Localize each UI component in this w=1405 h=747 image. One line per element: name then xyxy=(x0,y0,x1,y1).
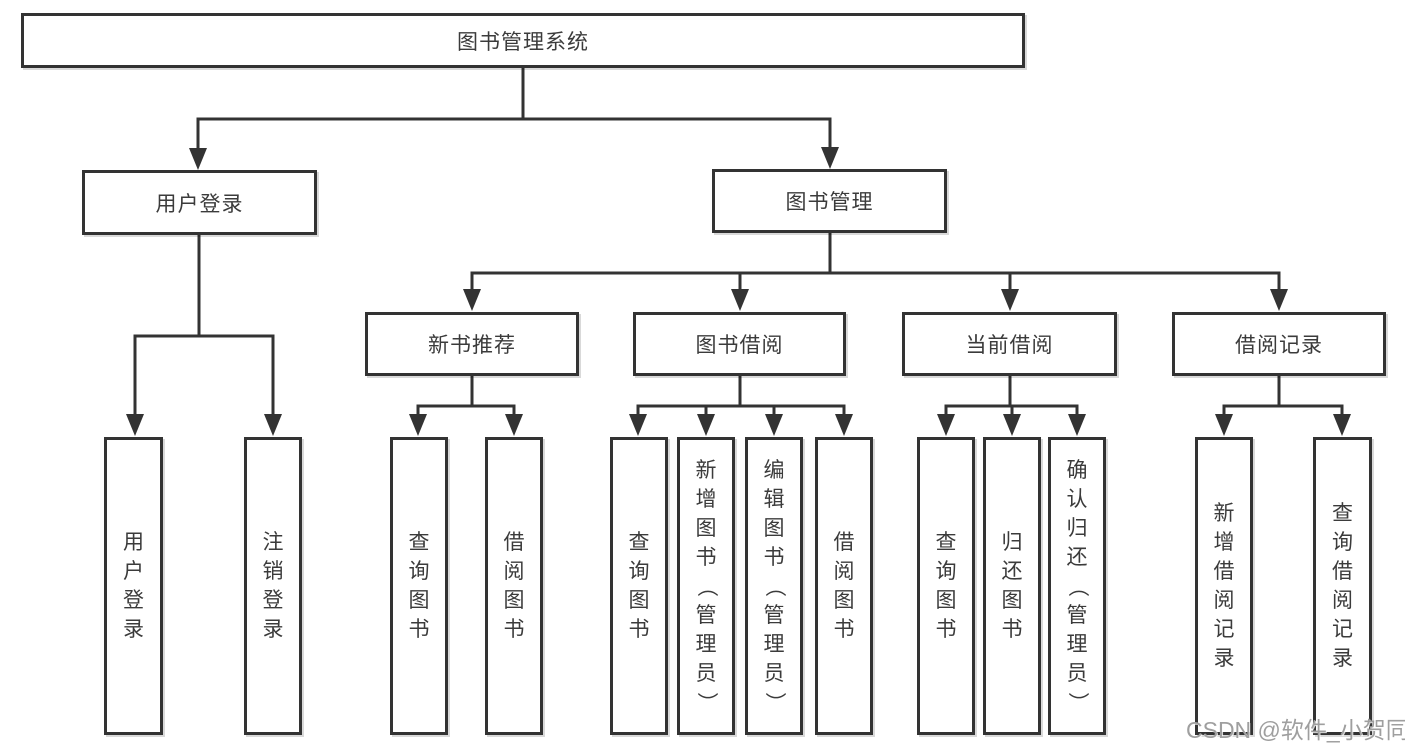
leaf-add-borrow-record: 新增借阅记录 xyxy=(1195,437,1253,735)
node-current-borrowing-label: 当前借阅 xyxy=(965,334,1054,357)
node-book-borrowing-label: 图书借阅 xyxy=(695,334,784,357)
leaf-add-borrow-record-label: 新增借阅记录 xyxy=(1213,502,1235,670)
leaf-edit-book-admin-label: 编辑图书（管理员） xyxy=(762,458,786,713)
leaf-query-books-borrow: 查询图书 xyxy=(610,437,668,735)
leaf-query-borrow-record-label: 查询借阅记录 xyxy=(1332,502,1353,670)
leaf-borrow-books-borrow: 借阅图书 xyxy=(815,437,873,735)
node-borrowing-records: 借阅记录 xyxy=(1172,312,1386,376)
leaf-query-books-current: 查询图书 xyxy=(917,437,975,735)
leaf-return-books-label: 归还图书 xyxy=(1001,531,1023,641)
node-current-borrowing: 当前借阅 xyxy=(902,312,1117,376)
leaf-add-book-admin: 新增图书（管理员） xyxy=(677,437,735,735)
leaf-query-books-borrow-label: 查询图书 xyxy=(628,531,650,641)
leaf-confirm-return-admin: 确认归还（管理员） xyxy=(1048,437,1106,735)
leaf-confirm-return-admin-label: 确认归还（管理员） xyxy=(1065,458,1089,713)
leaf-logout: 注销登录 xyxy=(244,437,302,735)
node-book-management-label: 图书管理 xyxy=(785,191,874,214)
leaf-borrow-books-recommend: 借阅图书 xyxy=(485,437,543,735)
leaf-user-login: 用户登录 xyxy=(104,437,163,735)
leaf-return-books: 归还图书 xyxy=(983,437,1041,735)
node-root-label: 图书管理系统 xyxy=(457,30,589,54)
leaf-query-books-recommend-label: 查询图书 xyxy=(408,531,430,641)
node-new-book-recommend-label: 新书推荐 xyxy=(428,334,516,357)
node-root: 图书管理系统 xyxy=(21,13,1025,68)
node-user-login: 用户登录 xyxy=(82,170,317,235)
node-book-management: 图书管理 xyxy=(712,169,947,233)
leaf-edit-book-admin: 编辑图书（管理员） xyxy=(745,437,803,735)
csdn-watermark: CSDN @软件_小贺同学 xyxy=(1186,717,1405,743)
leaf-logout-label: 注销登录 xyxy=(262,531,284,641)
node-user-login-label: 用户登录 xyxy=(155,192,244,216)
node-new-book-recommend: 新书推荐 xyxy=(365,312,579,376)
leaf-query-borrow-record: 查询借阅记录 xyxy=(1313,437,1372,735)
leaf-query-books-current-label: 查询图书 xyxy=(935,531,957,641)
leaf-borrow-books-borrow-label: 借阅图书 xyxy=(833,531,855,641)
node-book-borrowing: 图书借阅 xyxy=(633,312,846,376)
leaf-add-book-admin-label: 新增图书（管理员） xyxy=(694,458,718,713)
node-borrowing-records-label: 借阅记录 xyxy=(1235,334,1323,357)
leaf-query-books-recommend: 查询图书 xyxy=(390,437,448,735)
leaf-borrow-books-recommend-label: 借阅图书 xyxy=(503,531,525,641)
leaf-user-login-label: 用户登录 xyxy=(123,531,144,641)
